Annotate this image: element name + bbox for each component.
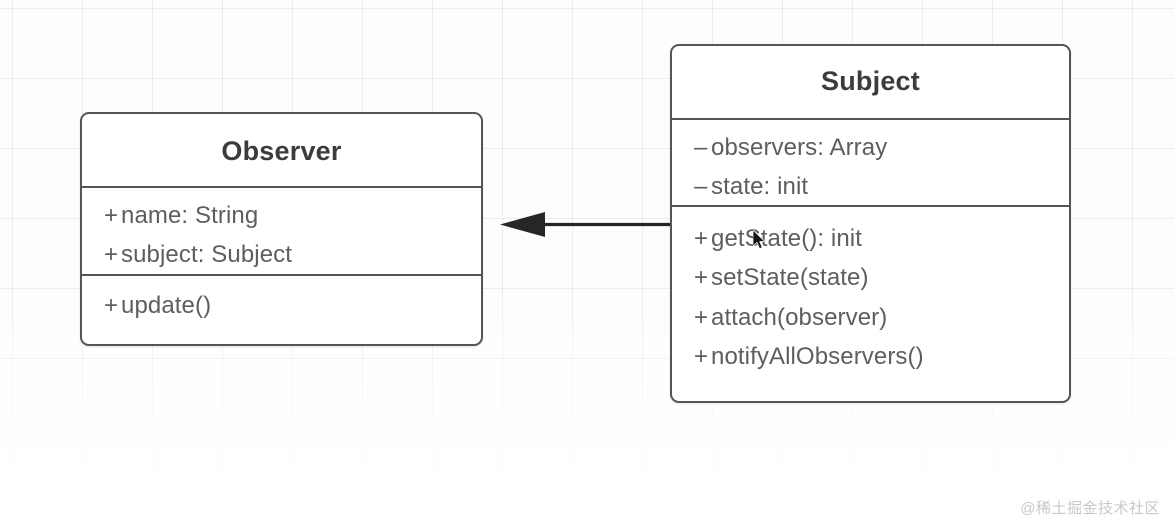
uml-class-observer[interactable]: Observer +name: String +subject: Subject… xyxy=(80,112,483,346)
member-text: state: init xyxy=(711,173,809,201)
member-text: notifyAllObservers() xyxy=(711,343,924,371)
observer-operation: +update() xyxy=(104,286,481,325)
observer-attributes-compartment: +name: String +subject: Subject xyxy=(82,186,481,274)
mouse-cursor-icon xyxy=(753,230,766,250)
observer-class-name: Observer xyxy=(221,136,342,166)
member-text: attach(observer) xyxy=(711,303,888,331)
member-text: setState(state) xyxy=(711,264,869,292)
subject-class-name: Subject xyxy=(821,66,920,96)
visibility-marker: + xyxy=(104,241,119,269)
visibility-marker: + xyxy=(694,303,709,331)
subject-attributes-compartment: –observers: Array –state: init xyxy=(672,118,1069,205)
observer-attribute: +name: String xyxy=(104,196,481,235)
subject-attribute: –state: init xyxy=(694,167,1069,206)
subject-operation: +attach(observer) xyxy=(694,298,1069,337)
visibility-marker: + xyxy=(694,225,709,252)
visibility-marker: – xyxy=(694,134,708,161)
member-text: update() xyxy=(121,292,212,319)
uml-class-subject[interactable]: Subject –observers: Array –state: init +… xyxy=(670,44,1071,403)
visibility-marker: + xyxy=(104,202,119,229)
arrowhead-filled-triangle xyxy=(500,212,545,237)
member-text: subject: Subject xyxy=(121,241,293,269)
visibility-marker: + xyxy=(694,264,709,292)
subject-title-compartment: Subject xyxy=(672,46,1069,118)
member-text: name: String xyxy=(121,202,259,229)
visibility-marker: + xyxy=(694,343,709,371)
subject-operation: +notifyAllObservers() xyxy=(694,337,1069,376)
subject-operation: +getState(): init xyxy=(694,219,1069,258)
association-arrow-subject-to-observer xyxy=(500,212,670,237)
member-text: observers: Array xyxy=(711,134,888,161)
observer-title-compartment: Observer xyxy=(82,114,481,186)
subject-operations-compartment: +getState(): init +setState(state) +atta… xyxy=(672,205,1069,402)
observer-attribute: +subject: Subject xyxy=(104,235,481,274)
visibility-marker: – xyxy=(694,173,708,201)
watermark-text: @稀土掘金技术社区 xyxy=(1020,500,1160,517)
subject-attribute: –observers: Array xyxy=(694,128,1069,167)
visibility-marker: + xyxy=(104,292,119,319)
member-text: getState(): init xyxy=(711,225,863,252)
cursor-arrow-shape xyxy=(753,230,766,250)
subject-operation: +setState(state) xyxy=(694,258,1069,297)
observer-operations-compartment: +update() xyxy=(82,274,481,345)
